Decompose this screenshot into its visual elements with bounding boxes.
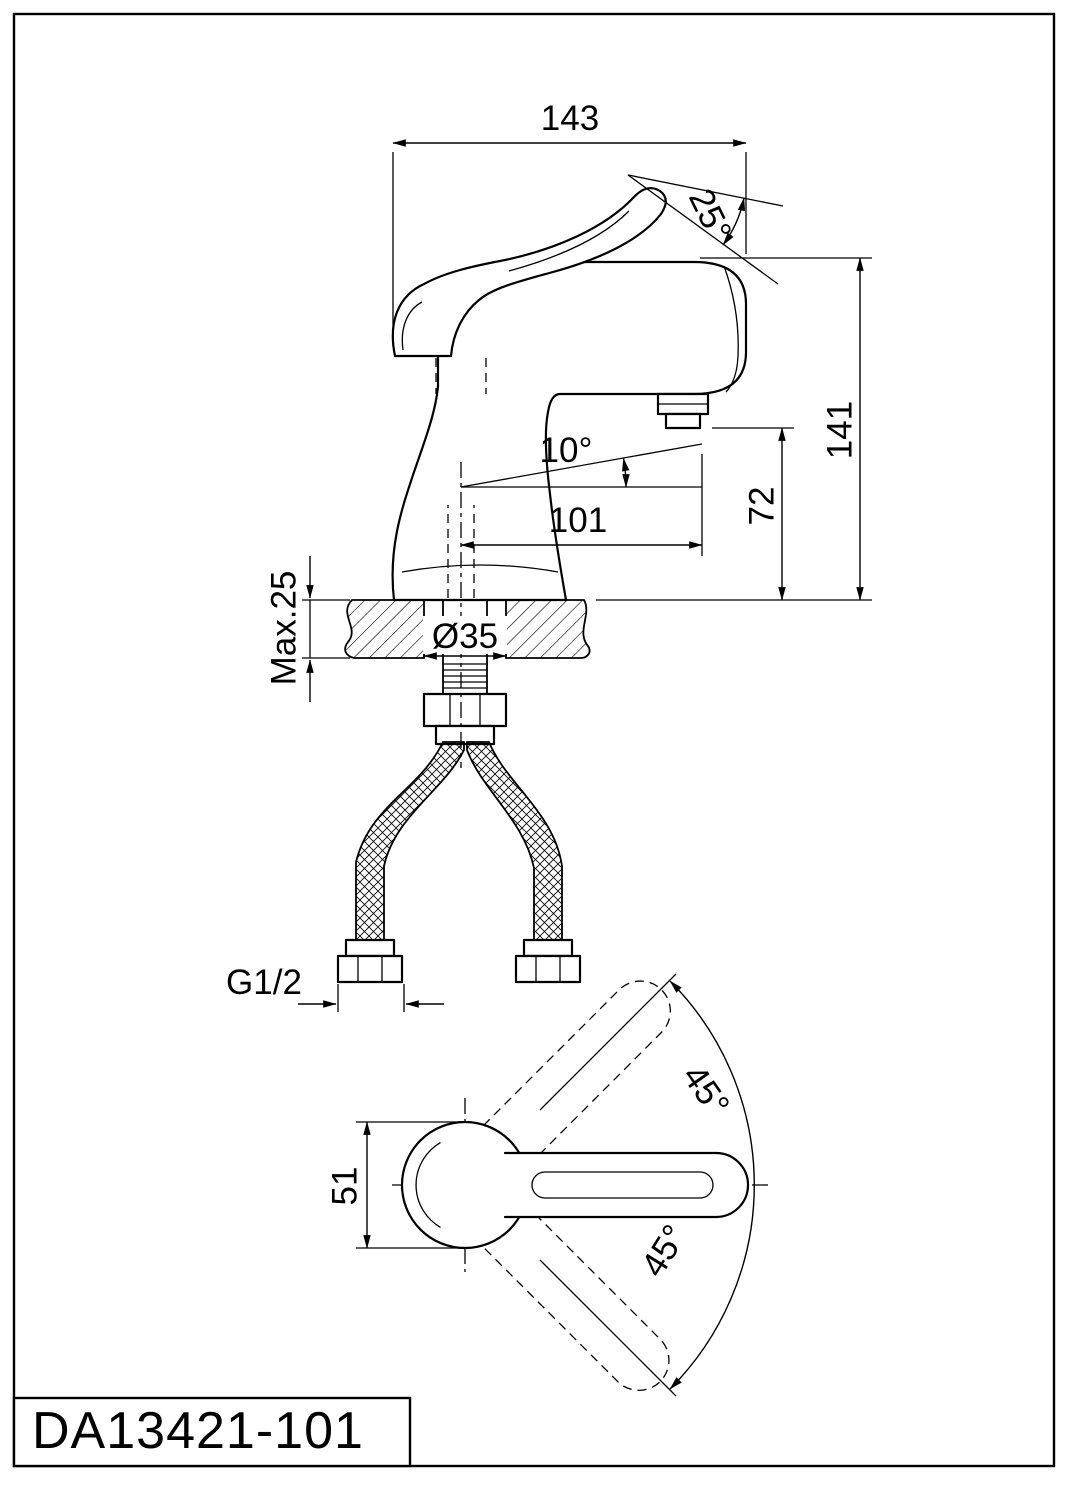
title-block: DA13421-101 (12, 1396, 412, 1468)
faucet-body (391, 260, 748, 602)
dim-hole-diameter-label: Ø35 (432, 617, 498, 656)
dim-swing-down-label: 45° (634, 1218, 695, 1284)
flex-hose-left (355, 741, 465, 941)
plan-body-inner-arc (415, 1142, 441, 1228)
model-number: DA13421-101 (32, 1402, 364, 1460)
base-collar-line (401, 564, 559, 573)
dim-thread-label: G1/2 (226, 963, 302, 1002)
faucet-handle (391, 186, 667, 358)
faucet-plan-view (392, 973, 772, 1397)
spout-endcap-line (723, 265, 739, 393)
handle-cap-line (401, 301, 423, 351)
mounting-nut (422, 692, 508, 728)
drawing-border (12, 12, 1056, 1468)
plan-handle (503, 1151, 750, 1219)
thread-lines (443, 663, 487, 689)
plan-handle-inner-outline (531, 1171, 714, 1199)
dim-total-height-label: 141 (820, 401, 859, 459)
spout-outlet (656, 392, 710, 430)
swing-leg-down (539, 1259, 677, 1397)
dim-swing-up-label: 45° (675, 1058, 737, 1124)
hose-fitting-left (336, 938, 404, 984)
dim-deck-max-label: Max.25 (264, 571, 303, 686)
swing-arc (669, 980, 755, 1390)
handle-detail-line (508, 210, 630, 272)
hose-connector (434, 724, 496, 746)
swing-leg-up (539, 973, 677, 1111)
dim-body-width-label: 51 (325, 1167, 364, 1206)
dim-spout-angle-label: 10° (540, 431, 593, 470)
hose-fitting-right (514, 938, 582, 984)
deck-cross-section (344, 599, 591, 659)
dim-spout-height-label: 72 (742, 487, 781, 526)
dim-spout-reach-label: 101 (549, 501, 607, 540)
flex-hose-right (466, 741, 563, 941)
dim-handle-angle-label: 25° (681, 183, 739, 248)
faucet-side-view (391, 186, 748, 768)
dim-top-width-label: 143 (541, 99, 599, 138)
supply-assembly (336, 600, 582, 984)
